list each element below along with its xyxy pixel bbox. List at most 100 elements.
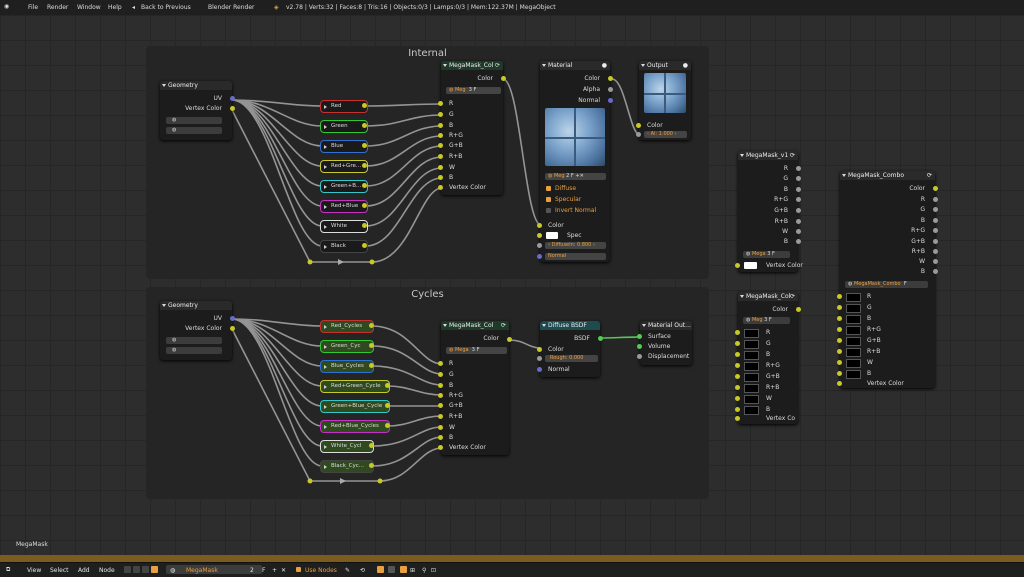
rb-color-swatch[interactable] — [744, 384, 759, 393]
color-input-socket[interactable] — [537, 347, 542, 352]
output-socket[interactable] — [933, 269, 938, 274]
group-node-blue[interactable]: Blue — [320, 140, 368, 153]
group-node-green[interactable]: Green — [320, 120, 368, 133]
alpha-input-socket[interactable] — [636, 132, 641, 137]
group-output-socket[interactable] — [385, 383, 390, 388]
menu-view[interactable]: View — [27, 567, 42, 574]
area-divider[interactable] — [0, 555, 1024, 562]
menu-file[interactable]: File — [28, 4, 39, 11]
group-output-socket[interactable] — [362, 123, 367, 128]
alpha-slider[interactable]: ‹ Al: 1.000 › — [644, 131, 687, 138]
group-node-green-cycles[interactable]: Green_Cyc — [320, 340, 374, 353]
group-node-white-cycles[interactable]: White_Cycl — [320, 440, 374, 453]
surface-socket[interactable] — [637, 334, 642, 339]
w-color-swatch[interactable] — [846, 359, 861, 368]
group-node-blue-cycles[interactable]: Blue_Cycles — [320, 360, 374, 373]
color-output-socket[interactable] — [796, 307, 801, 312]
input-socket[interactable] — [438, 123, 443, 128]
input-socket[interactable] — [735, 341, 740, 346]
input-socket[interactable] — [438, 143, 443, 148]
input-socket[interactable] — [837, 294, 842, 299]
material-datablock-field[interactable]: ◍ Meg 2 F +✕ — [545, 173, 606, 180]
group-node-white[interactable]: White — [320, 220, 368, 233]
diffuse-intensity-slider[interactable]: ‹ DiffuseIn: 0.800 › — [545, 242, 606, 249]
input-socket[interactable] — [837, 360, 842, 365]
input-socket[interactable] — [438, 185, 443, 190]
input-socket[interactable] — [438, 361, 443, 366]
spec-color-swatch[interactable] — [546, 232, 558, 239]
input-socket[interactable] — [438, 112, 443, 117]
color-output-socket[interactable] — [501, 76, 506, 81]
input-socket[interactable] — [837, 371, 842, 376]
input-socket[interactable] — [438, 393, 443, 398]
pin-icon[interactable]: ✎ — [345, 567, 351, 574]
group-datablock-field[interactable]: ◍ Meg 3 F — [446, 87, 501, 94]
input-socket[interactable] — [837, 381, 842, 386]
node-header[interactable]: Geometry — [160, 81, 232, 90]
input-socket[interactable] — [735, 363, 740, 368]
node-header[interactable]: Output● — [639, 61, 691, 70]
input-socket[interactable] — [438, 165, 443, 170]
diffuse-bsdf-node[interactable]: Diffuse BSDF BSDF Color Rough: 0.000 Nor… — [537, 321, 603, 377]
node-header[interactable]: MegaMask_Col⟳ — [441, 321, 509, 330]
input-socket[interactable] — [735, 385, 740, 390]
vcol-field[interactable]: ◍ — [166, 127, 222, 134]
material-output-node[interactable]: Material Out... Surface Volume Displacem… — [637, 321, 692, 365]
menu-select[interactable]: Select — [50, 567, 69, 574]
fake-user-button[interactable]: F — [262, 567, 266, 574]
menu-render[interactable]: Render — [47, 4, 69, 11]
fake-user-icon[interactable]: ⟳ — [789, 152, 795, 159]
group-node-red-green-cycles[interactable]: Red+Green_Cycle — [320, 380, 390, 393]
group-node-red-cycles[interactable]: Red_Cycles — [320, 320, 374, 333]
frame-internal[interactable]: Internal — [146, 46, 709, 279]
vertex-color-socket[interactable] — [230, 326, 235, 331]
input-socket[interactable] — [438, 101, 443, 106]
input-socket[interactable] — [438, 383, 443, 388]
b2-color-swatch[interactable] — [846, 370, 861, 379]
g-color-swatch[interactable] — [744, 340, 759, 349]
output-socket[interactable] — [796, 176, 801, 181]
input-socket[interactable] — [735, 330, 740, 335]
group-output-socket[interactable] — [369, 363, 374, 368]
volume-socket[interactable] — [637, 344, 642, 349]
rb-color-swatch[interactable] — [846, 348, 861, 357]
uv-map-field[interactable]: ◍ — [166, 117, 222, 124]
specular-checkbox[interactable] — [546, 197, 551, 202]
group-node-red[interactable]: Red — [320, 100, 368, 113]
diffuse-checkbox[interactable] — [546, 186, 551, 191]
group-node-black[interactable]: Black — [320, 240, 368, 253]
menu-node[interactable]: Node — [99, 567, 115, 574]
group-datablock-field[interactable]: ◍ Meg 3 F — [743, 317, 790, 324]
geometry-node-internal[interactable]: Geometry UV Vertex Color ◍ ◍ — [160, 81, 235, 140]
output-socket[interactable] — [796, 187, 801, 192]
group-datablock-field[interactable]: ◍ Mega 3 F — [446, 347, 507, 354]
preview-icon[interactable]: ● — [601, 62, 607, 69]
group-output-socket[interactable] — [362, 243, 367, 248]
megamask-col-node-right[interactable]: MegaMask_Col⟳ Color ◍ Meg 3 F R G B R+G … — [735, 292, 801, 424]
snap-node-icon[interactable] — [388, 566, 395, 573]
roughness-socket[interactable] — [537, 356, 542, 361]
color-output-socket[interactable] — [507, 337, 512, 342]
color-input-socket[interactable] — [636, 123, 641, 128]
color-output-socket[interactable] — [608, 76, 613, 81]
menu-help[interactable]: Help — [108, 4, 122, 11]
object-shader-icon[interactable] — [151, 566, 158, 573]
node-header[interactable]: Geometry — [160, 301, 232, 310]
output-node[interactable]: Output● Color ‹ Al: 1.000 › — [636, 61, 691, 140]
output-socket[interactable] — [933, 259, 938, 264]
group-node-red-blue[interactable]: Red+Blue — [320, 200, 368, 213]
group-output-socket[interactable] — [362, 203, 367, 208]
megamask-col-node-cycles[interactable]: MegaMask_Col⟳ Color ◍ Mega 3 F R G B R+G… — [438, 321, 512, 455]
backdrop-icon[interactable]: ⟲ — [360, 567, 366, 574]
normal-input-socket[interactable] — [537, 367, 542, 372]
fake-user-icon[interactable]: ⟳ — [926, 172, 932, 179]
back-to-previous-button[interactable]: Back to Previous — [141, 4, 191, 11]
input-socket[interactable] — [438, 435, 443, 440]
input-socket[interactable] — [735, 374, 740, 379]
vcol-field[interactable]: ◍ — [166, 347, 222, 354]
editor-type-icon[interactable]: ⧉ — [6, 566, 11, 573]
view-all-icon[interactable]: ⊡ — [431, 567, 437, 574]
rg-color-swatch[interactable] — [744, 362, 759, 371]
output-socket[interactable] — [796, 219, 801, 224]
input-socket[interactable] — [837, 349, 842, 354]
